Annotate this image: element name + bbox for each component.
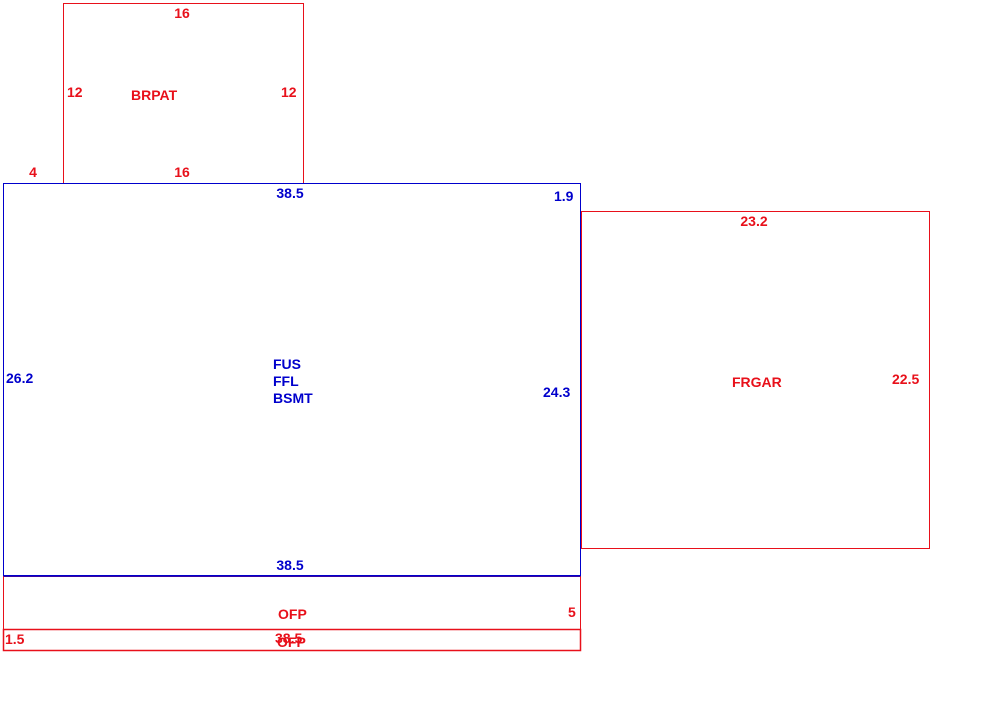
strip-label: OFP xyxy=(277,634,306,650)
frgar-outline xyxy=(581,211,930,549)
main-right-dim: 24.3 xyxy=(543,384,570,400)
strip-left-dim: 1.5 xyxy=(5,631,25,647)
brpat-label: BRPAT xyxy=(131,87,178,103)
brpat-outline xyxy=(63,3,304,184)
frgar-label: FRGAR xyxy=(732,374,782,390)
frgar-top-dim: 23.2 xyxy=(740,213,767,229)
brpat-bottom-dim: 16 xyxy=(174,164,190,180)
main-label-fus: FUS xyxy=(273,356,301,372)
main-bottom-dim: 38.5 xyxy=(276,557,303,573)
main-label-bsmt: BSMT xyxy=(273,390,313,406)
brpat-offset-dim: 4 xyxy=(29,164,37,180)
brpat-left-dim: 12 xyxy=(67,84,83,100)
ofp-label: OFP xyxy=(278,606,307,622)
strip-length-dim: 38.5 xyxy=(275,630,302,646)
brpat-top-dim: 16 xyxy=(174,5,190,21)
ofp-right-dim: 5 xyxy=(568,604,576,620)
main-label-ffl: FFL xyxy=(273,373,299,389)
main-top-dim: 38.5 xyxy=(276,185,303,201)
brpat-right-dim: 12 xyxy=(281,84,297,100)
main-jog-dim: 1.9 xyxy=(554,188,574,204)
strip-outline xyxy=(2,628,582,652)
main-left-dim: 26.2 xyxy=(6,370,33,386)
frgar-right-dim: 22.5 xyxy=(892,371,919,387)
